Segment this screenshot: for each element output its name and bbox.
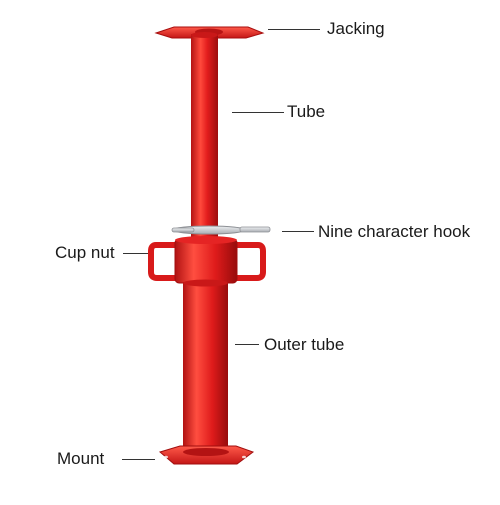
cup-nut-leader-line	[123, 253, 148, 254]
mount-label: Mount	[57, 449, 105, 468]
nine-character-hook	[171, 225, 271, 235]
jacking-label: Jacking	[327, 19, 385, 38]
cup-nut-label: Cup nut	[55, 243, 115, 262]
hook-leader-line	[282, 231, 314, 232]
nine-character-hook-label: Nine character hook	[318, 222, 471, 241]
tube-leader-line	[232, 112, 284, 113]
outer-tube	[183, 279, 228, 452]
jacking-leader-line	[268, 29, 320, 30]
outer-tube-label: Outer tube	[264, 335, 345, 354]
mount-leader-line	[122, 459, 155, 460]
mount-plate	[158, 445, 255, 465]
cup-nut	[148, 236, 266, 284]
tube-label: Tube	[287, 102, 326, 121]
outer-tube-leader-line	[235, 344, 259, 345]
